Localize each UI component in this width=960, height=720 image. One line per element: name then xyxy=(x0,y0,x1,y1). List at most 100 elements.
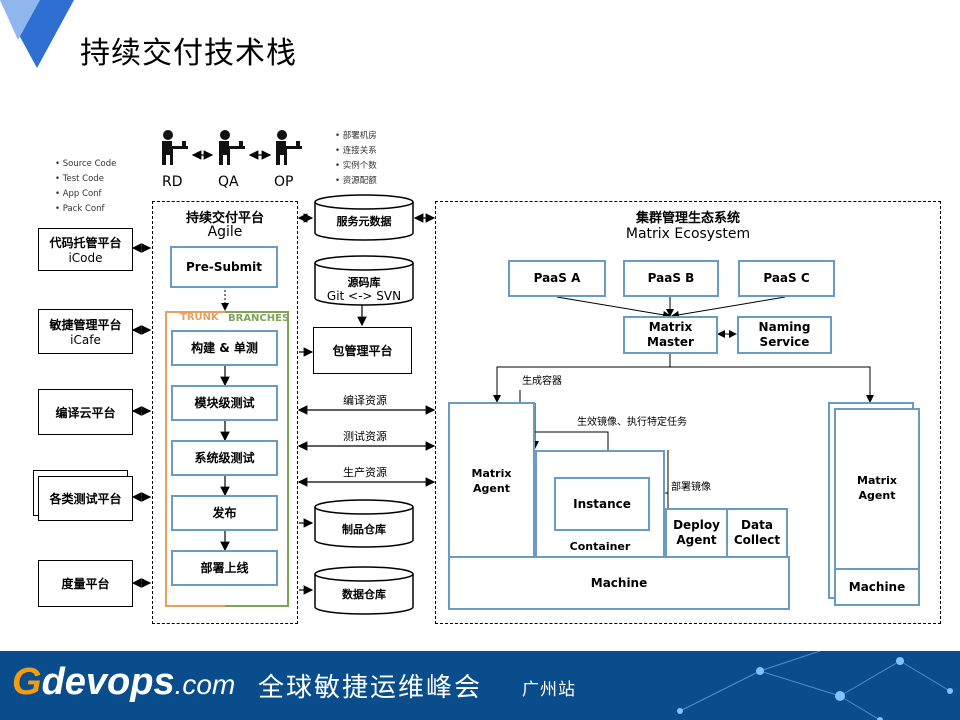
presubmit-box[interactable]: Pre-Submit xyxy=(170,246,278,288)
presubmit-label: Pre-Submit xyxy=(186,260,262,274)
stage-label: 构建 & 单测 xyxy=(191,340,258,355)
repo-note: Test Code xyxy=(55,172,116,187)
package-platform[interactable]: 包管理平台 xyxy=(313,327,412,374)
connector-layer xyxy=(131,130,874,595)
paas-b[interactable]: PaaS B xyxy=(623,260,719,297)
instance-label: Instance xyxy=(573,496,631,511)
cd-platform-subtitle: Agile xyxy=(207,224,243,240)
stage-label: 模块级测试 xyxy=(194,395,255,410)
platform-compile-cloud[interactable]: 编译云平台 xyxy=(38,389,133,435)
naming-service[interactable]: Naming Service xyxy=(737,316,832,354)
role-label-op: OP xyxy=(274,174,294,190)
platform-icode[interactable]: 代码托管平台 iCode xyxy=(38,228,133,271)
stage-system-test[interactable]: 系统级测试 xyxy=(171,440,278,476)
meta-note: 部署机房 xyxy=(335,129,377,144)
network-decoration-icon xyxy=(677,651,953,720)
cd-platform-title: 持续交付平台 xyxy=(185,211,264,226)
naming-label: Naming Service xyxy=(758,320,811,349)
branches-label: BRANCHES xyxy=(228,313,290,324)
stage-release[interactable]: 发布 xyxy=(171,495,278,531)
ecosystem-subtitle: Matrix Ecosystem xyxy=(625,226,751,242)
paas-c[interactable]: PaaS C xyxy=(738,260,835,297)
ecosystem-frame xyxy=(435,201,941,624)
platform-testing[interactable]: 各类测试平台 xyxy=(38,476,133,521)
container-label: Container xyxy=(569,540,631,553)
deploy-agent[interactable]: Deploy Agent xyxy=(665,508,728,558)
page-title: 持续交付技术栈 xyxy=(80,36,297,71)
data-repo-cylinder xyxy=(314,566,414,615)
platform-title: 各类测试平台 xyxy=(49,492,122,506)
footer-city: 广州站 xyxy=(522,680,576,700)
resource-compile: 编译资源 xyxy=(343,394,387,407)
role-label-rd: RD xyxy=(162,174,183,190)
data-collect-label: Data Collect xyxy=(733,518,781,547)
stage-label: 部署上线 xyxy=(200,560,249,575)
repo-note: App Conf xyxy=(55,187,116,202)
note-apply-image: 生效镜像、执行特定任务 xyxy=(577,417,687,428)
machine-right[interactable]: Machine xyxy=(834,568,920,606)
brand-logo: Gdevops.com xyxy=(12,661,235,704)
stage-label: 发布 xyxy=(212,505,237,520)
stage-label: 系统级测试 xyxy=(194,450,255,465)
footer-slogan: 全球敏捷运维峰会 xyxy=(258,673,483,703)
artifact-repo-label: 制品仓库 xyxy=(342,523,386,536)
cd-platform-frame xyxy=(152,201,298,624)
master-label: Matrix Master xyxy=(647,320,694,349)
machine-label: Machine xyxy=(848,579,906,594)
platform-sub: iCode xyxy=(68,251,103,265)
deploy-agent-label: Deploy Agent xyxy=(673,518,720,547)
trunk-label: TRUNK xyxy=(180,312,219,323)
note-deploy-image: 部署镜像 xyxy=(671,482,711,493)
person-icon-rd xyxy=(162,130,188,165)
meta-note: 资源配额 xyxy=(335,174,377,189)
package-platform-label: 包管理平台 xyxy=(332,344,393,358)
instance-box[interactable]: Instance xyxy=(554,477,650,531)
stage-build-test[interactable]: 构建 & 单测 xyxy=(171,330,278,366)
trunk-lane xyxy=(165,311,225,607)
corner-logo-icon xyxy=(0,0,74,68)
artifact-repo-cylinder xyxy=(314,499,414,548)
paas-label: PaaS C xyxy=(763,271,810,285)
platform-title: 编译云平台 xyxy=(55,405,116,420)
source-repo-label: 源码库 xyxy=(347,276,381,289)
platform-sub: iCafe xyxy=(70,333,101,347)
machine-left[interactable]: Machine xyxy=(448,556,790,610)
resource-prod: 生产资源 xyxy=(343,466,387,479)
footer-banner: Gdevops.com 全球敏捷运维峰会 广州站 xyxy=(0,651,960,720)
brand-g: G xyxy=(12,661,42,703)
matrix-agent-right-label: Matrix Agent xyxy=(857,474,897,502)
matrix-master[interactable]: Matrix Master xyxy=(623,316,718,354)
stage-deploy[interactable]: 部署上线 xyxy=(171,550,278,586)
service-meta-cylinder xyxy=(314,194,414,241)
person-icon-qa xyxy=(219,130,245,165)
meta-note: 连接关系 xyxy=(335,144,377,159)
resource-test: 测试资源 xyxy=(343,430,387,443)
platform-metrics[interactable]: 度量平台 xyxy=(38,560,133,607)
data-collect[interactable]: Data Collect xyxy=(726,508,788,558)
matrix-agent-left-label: Matrix Agent xyxy=(471,467,512,495)
ecosystem-title: 集群管理生态系统 xyxy=(635,211,740,226)
brand-com: .com xyxy=(174,669,236,700)
repo-note: Source Code xyxy=(55,157,117,172)
paas-label: PaaS A xyxy=(533,271,581,285)
meta-note: 实例个数 xyxy=(335,159,377,174)
stage-module-test[interactable]: 模块级测试 xyxy=(171,385,278,421)
platform-title: 代码托管平台 xyxy=(49,236,122,250)
branches-lane xyxy=(225,311,289,607)
meta-notes-list: 部署机房 连接关系 实例个数 资源配额 xyxy=(335,129,377,189)
service-meta-label: 服务元数据 xyxy=(336,215,392,228)
note-create-container: 生成容器 xyxy=(522,376,562,387)
platform-title: 敏捷管理平台 xyxy=(49,318,122,332)
platform-icafe[interactable]: 敏捷管理平台 iCafe xyxy=(38,309,133,354)
repo-notes-list: Source Code Test Code App Conf Pack Conf xyxy=(55,157,117,217)
paas-a[interactable]: PaaS A xyxy=(508,260,606,297)
platform-title: 度量平台 xyxy=(61,577,110,591)
role-label-qa: QA xyxy=(218,174,239,190)
paas-label: PaaS B xyxy=(647,271,695,285)
machine-label: Machine xyxy=(590,575,648,590)
person-icon-op xyxy=(276,130,302,165)
data-repo-label: 数据仓库 xyxy=(342,588,386,601)
brand-devops: devops xyxy=(41,661,175,703)
source-repo-sub: Git <-> SVN xyxy=(326,289,402,303)
matrix-agent-left[interactable] xyxy=(448,402,535,558)
